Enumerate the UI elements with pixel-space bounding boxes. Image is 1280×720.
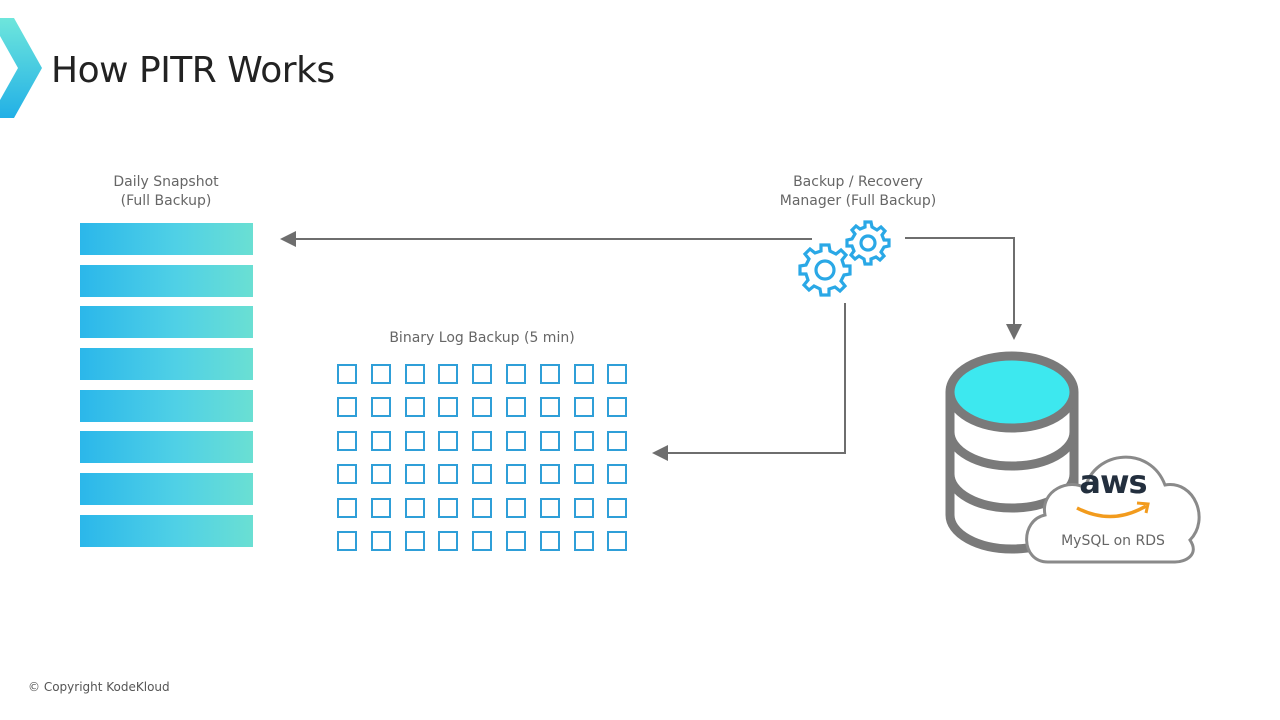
copyright: © Copyright KodeKloud [28,680,170,694]
binlog-cell [404,430,425,451]
binlog-cell [607,497,628,518]
binlog-cell [539,530,560,551]
binlog-cell [404,497,425,518]
binlog-cell [573,497,594,518]
binlog-cell [573,430,594,451]
binlog-cell [438,430,459,451]
small-gear-icon [845,220,891,266]
gears-icon [798,220,891,297]
binlog-cell [472,430,493,451]
binlog-cell [472,530,493,551]
binlog-cell [505,397,526,418]
binlog-cell [337,364,357,384]
binlog-grid [337,364,628,551]
binlog-cell [472,397,493,418]
binlog-cell [505,430,526,451]
snapshot-bar [80,389,253,422]
binlog-cell [370,464,391,485]
binlog-cell [472,497,493,518]
binlog-cell [539,430,560,451]
binlog-cell [438,530,459,551]
binlog-cell [472,364,493,384]
binlog-cell [370,430,391,451]
binlog-cell [472,464,493,485]
snapshot-bar [80,514,253,547]
binlog-cell [539,364,560,384]
snapshot-bar [80,431,253,464]
snapshot-stack [80,223,253,557]
kodekloud-logo-icon [0,18,42,118]
binlog-cell [404,397,425,418]
binlog-cell [438,397,459,418]
snapshot-label-line1: Daily Snapshot [113,174,219,190]
binlog-cell [438,464,459,485]
binlog-cell [607,464,628,485]
binlog-cell [539,497,560,518]
binlog-cell [505,364,526,384]
binlog-cell [607,430,628,451]
large-gear-icon [798,243,852,297]
snapshot-label-line2: (Full Backup) [120,193,212,209]
binlog-cell [337,397,357,418]
manager-label-line2: Manager (Full Backup) [779,193,937,209]
manager-label: Backup / Recovery Manager (Full Backup) [768,173,948,211]
binlog-cell [438,364,459,384]
binlog-cell [573,397,594,418]
snapshot-bar [80,306,253,339]
binlog-cell [337,464,357,485]
binlog-cell [404,530,425,551]
binlog-cell [337,497,357,518]
arrow-to-binlog [652,303,846,461]
binlog-cell [539,464,560,485]
binlog-cell [573,530,594,551]
arrow-to-database [905,237,1022,340]
snapshot-bar [80,348,253,381]
cloud-icon [1025,455,1201,564]
binlog-label: Binary Log Backup (5 min) [389,330,575,346]
binlog-cell [607,530,628,551]
binlog-cell [370,397,391,418]
binlog-cell [337,430,357,451]
snapshot-bar [80,473,253,506]
aws-logo-text: aws [1079,463,1147,501]
binlog-cell [505,530,526,551]
binlog-cell [370,364,391,384]
binlog-cell [404,464,425,485]
snapshot-bar [80,223,253,255]
binlog-cell [573,364,594,384]
binlog-cell [404,364,425,384]
binlog-cell [607,397,628,418]
manager-label-line1: Backup / Recovery [793,174,923,190]
snapshot-bar [80,264,253,297]
binlog-cell [505,497,526,518]
binlog-cell [573,464,594,485]
binlog-cell [438,497,459,518]
binlog-cell [337,530,357,551]
slide-title: How PITR Works [51,50,335,91]
binlog-cell [505,464,526,485]
cloud-label: MySQL on RDS [1061,533,1165,549]
aws-smile-icon [1076,504,1147,519]
binlog-cell [607,364,628,384]
aws-smile-arrow-icon [1136,501,1150,514]
binlog-cell [370,530,391,551]
binlog-cell [539,397,560,418]
snapshot-label: Daily Snapshot (Full Backup) [96,173,236,211]
binlog-cell [370,497,391,518]
